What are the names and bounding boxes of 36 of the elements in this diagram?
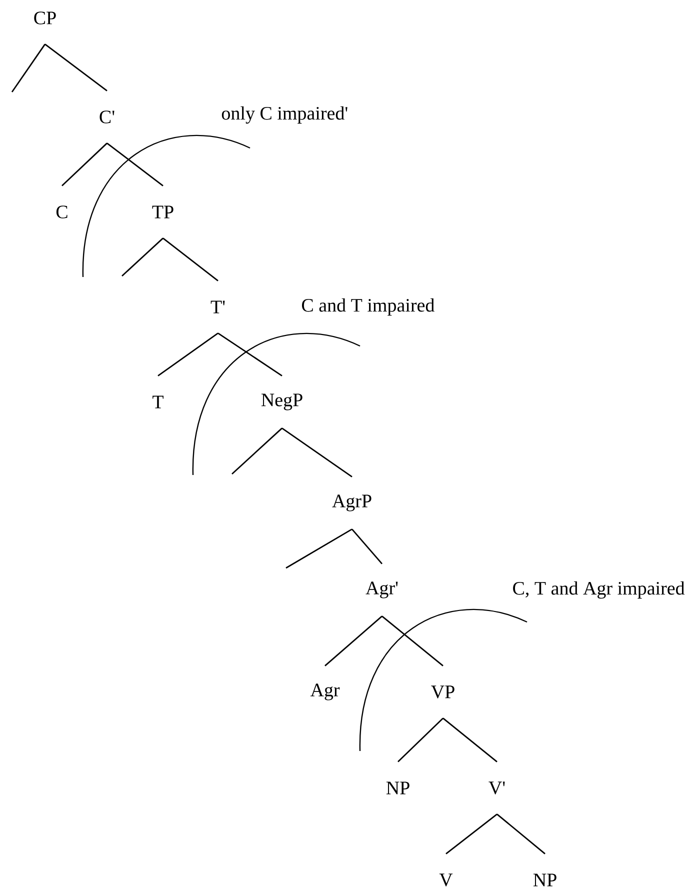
branch-line <box>232 428 282 475</box>
branch-line <box>11 44 46 92</box>
tree-label: T <box>152 396 164 408</box>
tree-label: NP <box>533 874 556 886</box>
tree-label: C' <box>100 110 114 124</box>
tree-label: CP <box>34 12 56 24</box>
tree-label: AgrP <box>332 494 372 512</box>
tree-label: V <box>439 874 453 886</box>
tree-label: NegP <box>261 394 302 410</box>
tree-label: T' <box>210 300 225 314</box>
branch-line <box>122 238 164 276</box>
tree-label: V' <box>488 782 505 794</box>
arc-label: C and T impaired <box>302 298 434 316</box>
branch-line <box>282 428 352 478</box>
arc-label: C, T and Agr impaired <box>513 581 685 599</box>
branch-line <box>442 718 498 762</box>
branch-line <box>162 238 218 282</box>
branch-line <box>158 332 218 376</box>
tree-label: C <box>56 206 68 218</box>
tree-label: NP <box>386 782 410 794</box>
tree-label: TP <box>152 206 174 218</box>
branch-line <box>446 814 498 854</box>
branch-line <box>106 142 164 186</box>
tree-label: Agr <box>310 684 340 700</box>
arc-label: only C impaired' <box>222 106 348 124</box>
branch-line <box>382 616 444 666</box>
branch-line <box>44 44 108 92</box>
branch-line <box>398 718 444 762</box>
tree-label: VP <box>431 686 454 698</box>
branch-line <box>62 142 108 186</box>
branch-line <box>496 814 546 854</box>
branch-line <box>324 616 382 666</box>
branch-line <box>218 332 282 376</box>
branch-line <box>351 528 383 564</box>
branch-line <box>286 528 352 569</box>
tree-label: Agr' <box>366 582 398 598</box>
